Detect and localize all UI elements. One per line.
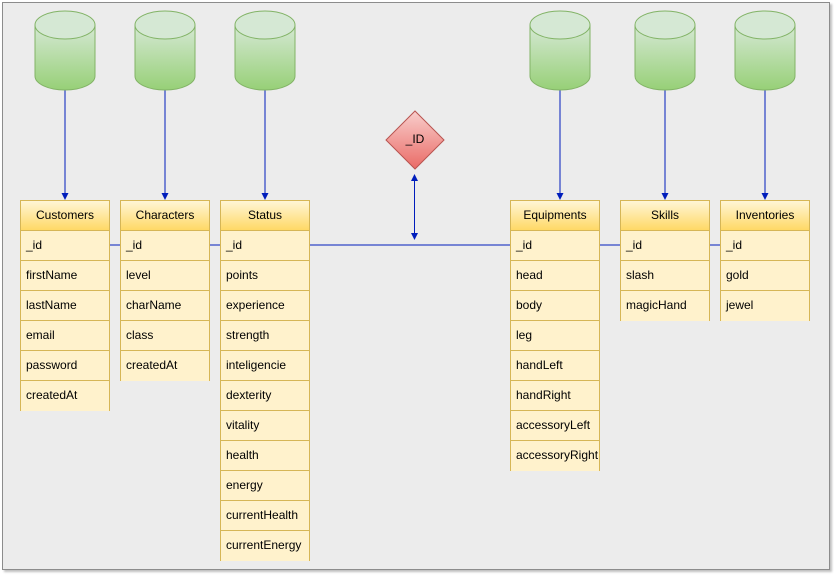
- entity-field[interactable]: magicHand: [621, 291, 709, 321]
- entity-title: Characters: [121, 201, 209, 231]
- entity-field[interactable]: _id: [221, 231, 309, 261]
- id-relationship-diamond[interactable]: [385, 110, 445, 170]
- entity-field[interactable]: _id: [621, 231, 709, 261]
- arrow-head-icon: [411, 233, 418, 240]
- entity-field[interactable]: slash: [621, 261, 709, 291]
- entity-field[interactable]: currentEnergy: [221, 531, 309, 561]
- database-icon[interactable]: [529, 10, 591, 91]
- database-icon[interactable]: [34, 10, 96, 91]
- entity-field[interactable]: _id: [121, 231, 209, 261]
- entity-field[interactable]: charName: [121, 291, 209, 321]
- entity-field[interactable]: body: [511, 291, 599, 321]
- database-icon[interactable]: [634, 10, 696, 91]
- entity-field[interactable]: points: [221, 261, 309, 291]
- entity-field[interactable]: handRight: [511, 381, 599, 411]
- entity-field[interactable]: head: [511, 261, 599, 291]
- entity-title: Inventories: [721, 201, 809, 231]
- id-relationship-label: _ID: [405, 132, 425, 146]
- entity-field[interactable]: dexterity: [221, 381, 309, 411]
- entity-field[interactable]: energy: [221, 471, 309, 501]
- arrow-head-icon: [761, 193, 769, 200]
- entity-field[interactable]: accessoryLeft: [511, 411, 599, 441]
- entity-field[interactable]: accessoryRight: [511, 441, 599, 471]
- entity-field[interactable]: password: [21, 351, 109, 381]
- arrow-head-icon: [556, 193, 564, 200]
- database-icon[interactable]: [134, 10, 196, 91]
- entity-field[interactable]: firstName: [21, 261, 109, 291]
- entity-field[interactable]: experience: [221, 291, 309, 321]
- arrow-head-icon: [661, 193, 669, 200]
- arrow-head-icon: [161, 193, 169, 200]
- entity-field[interactable]: vitality: [221, 411, 309, 441]
- entity-field[interactable]: class: [121, 321, 209, 351]
- entity-field[interactable]: gold: [721, 261, 809, 291]
- arrow-head-icon: [61, 193, 69, 200]
- entity-field[interactable]: jewel: [721, 291, 809, 321]
- arrow-head-icon: [261, 193, 269, 200]
- entity-field[interactable]: _id: [511, 231, 599, 261]
- database-icon[interactable]: [234, 10, 296, 91]
- entity-field[interactable]: currentHealth: [221, 501, 309, 531]
- entity-field[interactable]: _id: [21, 231, 109, 261]
- entity-field[interactable]: level: [121, 261, 209, 291]
- entity-title: Customers: [21, 201, 109, 231]
- entity-field[interactable]: createdAt: [21, 381, 109, 411]
- arrow-head-icon: [411, 174, 418, 181]
- entity-title: Skills: [621, 201, 709, 231]
- entity-field[interactable]: leg: [511, 321, 599, 351]
- entity-field[interactable]: _id: [721, 231, 809, 261]
- entity-field[interactable]: health: [221, 441, 309, 471]
- entity-title: Status: [221, 201, 309, 231]
- entity-field[interactable]: lastName: [21, 291, 109, 321]
- entity-title: Equipments: [511, 201, 599, 231]
- entity-field[interactable]: inteligencie: [221, 351, 309, 381]
- entity-field[interactable]: handLeft: [511, 351, 599, 381]
- entity-field[interactable]: strength: [221, 321, 309, 351]
- entity-field[interactable]: email: [21, 321, 109, 351]
- database-icon[interactable]: [734, 10, 796, 91]
- entity-field[interactable]: createdAt: [121, 351, 209, 381]
